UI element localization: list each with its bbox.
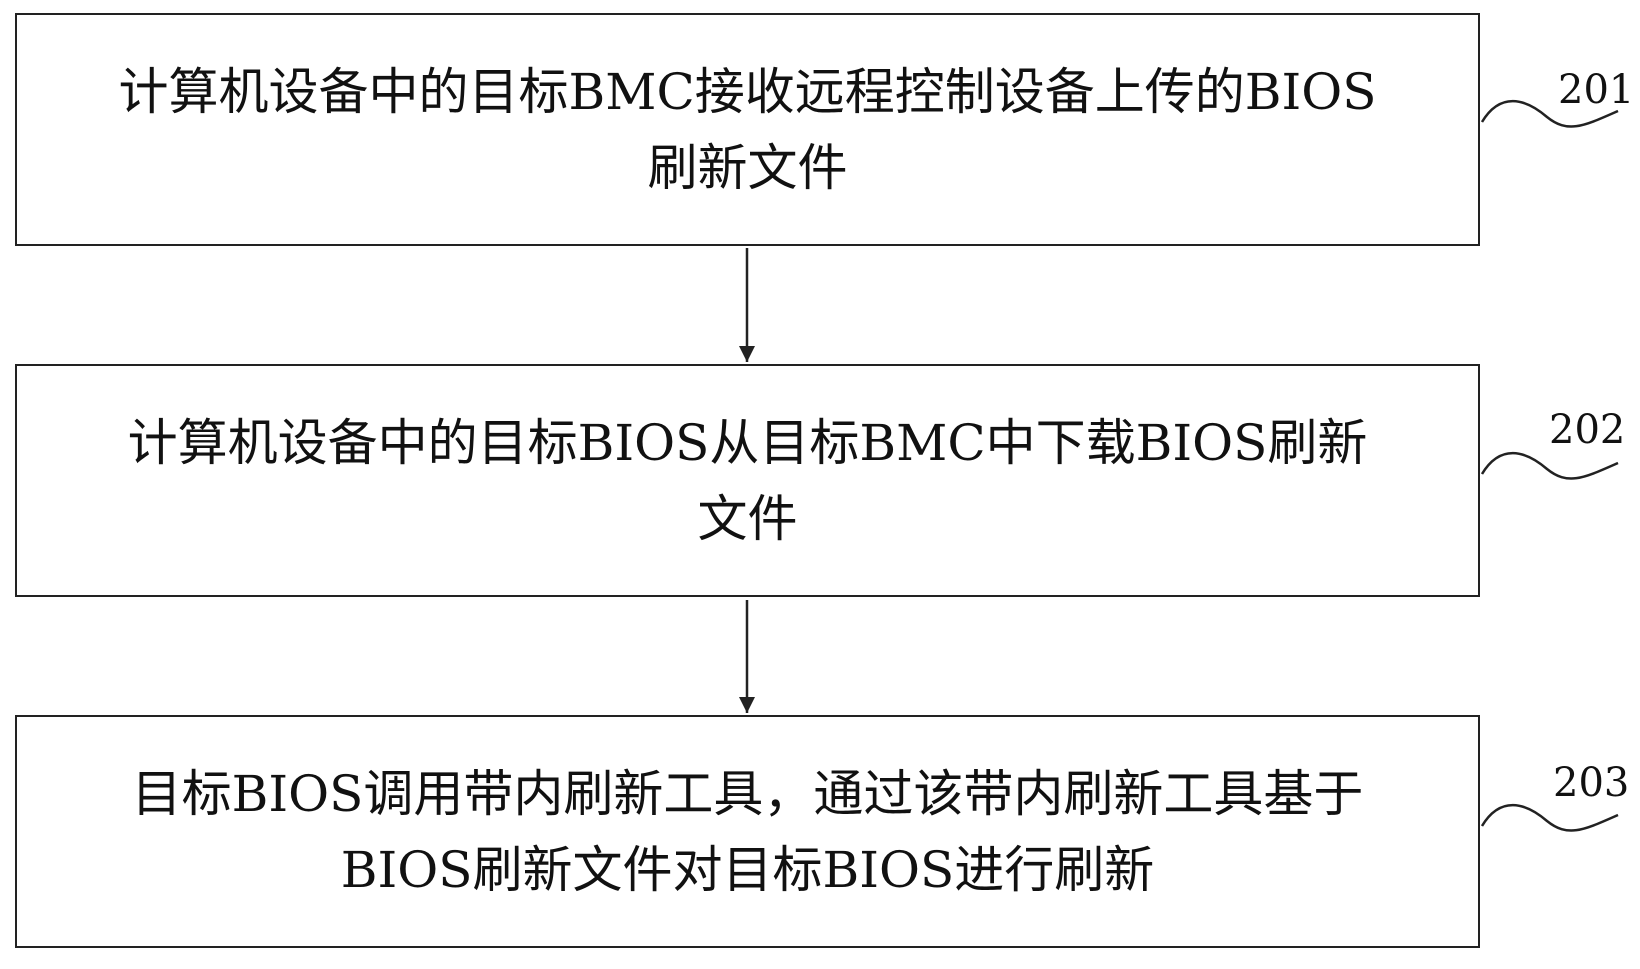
step-text-203: 目标BIOS调用带内刷新工具，通过该带内刷新工具基于 BIOS刷新文件对目标BI…	[131, 764, 1364, 899]
leader-line-203	[1480, 803, 1619, 832]
step-box-201: 计算机设备中的目标BMC接收远程控制设备上传的BIOS 刷新文件	[15, 13, 1480, 246]
step-text-202: 计算机设备中的目标BIOS从目标BMC中下载BIOS刷新 文件	[127, 413, 1368, 548]
step-box-202: 计算机设备中的目标BIOS从目标BMC中下载BIOS刷新 文件	[15, 364, 1480, 597]
step-label-202: 202	[1549, 407, 1626, 453]
leader-line-202	[1480, 451, 1619, 480]
step-label-203: 203	[1553, 760, 1630, 806]
leader-line-201	[1480, 99, 1619, 128]
step-text-201: 计算机设备中的目标BMC接收远程控制设备上传的BIOS 刷新文件	[118, 62, 1377, 197]
step-box-203: 目标BIOS调用带内刷新工具，通过该带内刷新工具基于 BIOS刷新文件对目标BI…	[15, 715, 1480, 948]
step-label-201: 201	[1558, 67, 1635, 113]
